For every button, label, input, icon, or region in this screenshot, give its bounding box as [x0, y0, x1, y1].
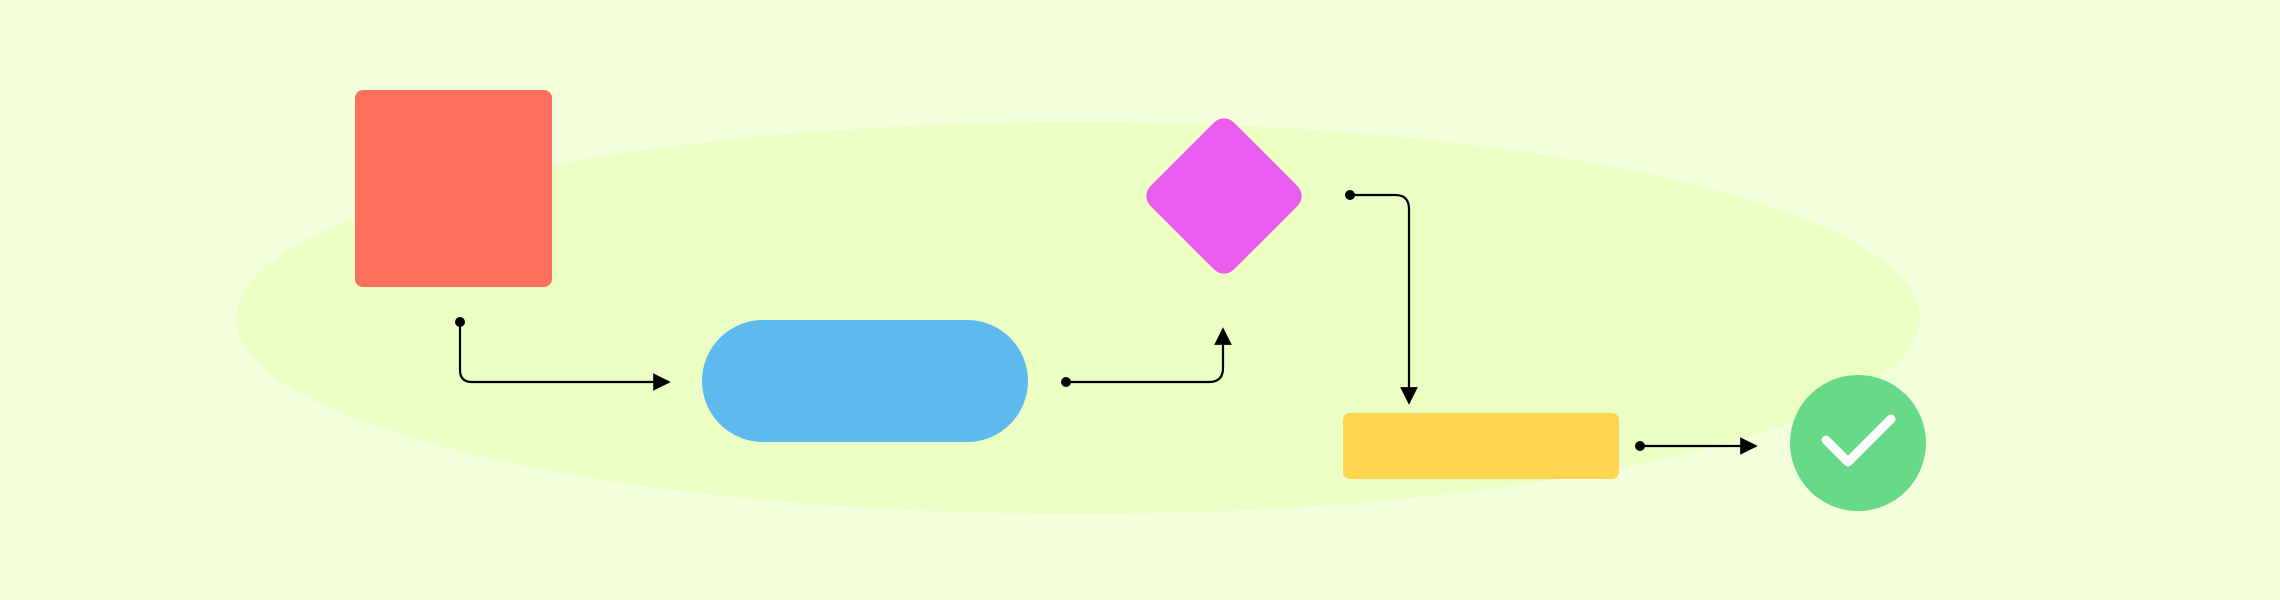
connector-start-dot [1345, 190, 1355, 200]
connector-diamond-to-bar [1350, 193, 1418, 405]
connector-start-dot [1635, 441, 1645, 451]
connector-start-dot [455, 317, 465, 327]
diamond-node[interactable] [1141, 113, 1308, 280]
check-circle [1790, 375, 1926, 511]
check-node[interactable] [1790, 375, 1926, 511]
pill-node[interactable] [702, 320, 1028, 442]
bar-node[interactable] [1343, 413, 1619, 479]
connector-start-dot [1061, 377, 1071, 387]
square-node[interactable] [355, 90, 552, 287]
connector-start-points [455, 190, 1645, 451]
connector-pill-to-diamond [1066, 327, 1232, 384]
connectors [458, 193, 1758, 455]
connector-square-to-pill [458, 322, 671, 391]
check-icon [1821, 414, 1896, 467]
